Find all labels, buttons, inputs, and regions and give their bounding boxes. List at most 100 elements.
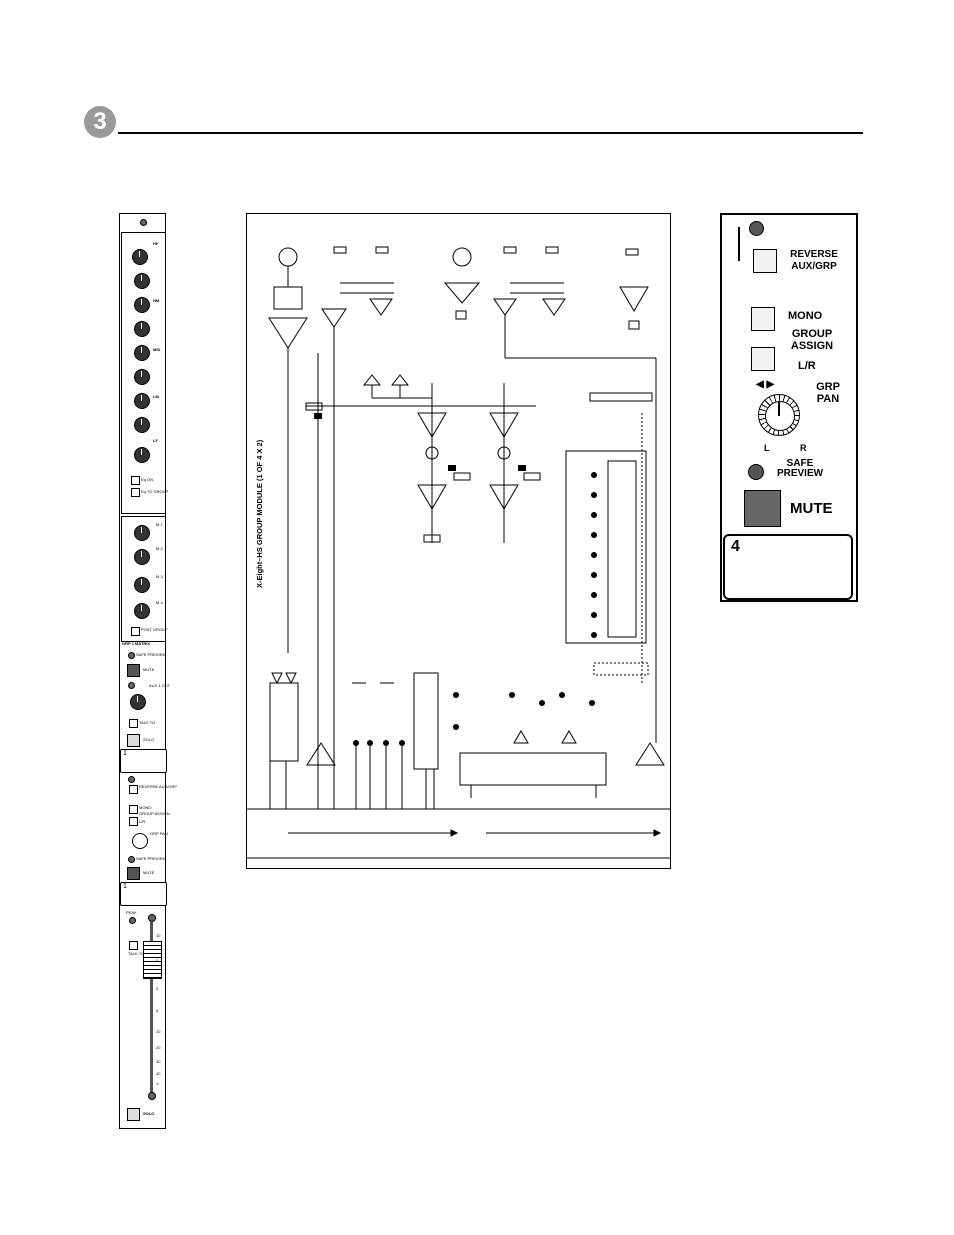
scribble-1-number: 1 [123,750,127,757]
summing-block [413,672,439,770]
post-group-button[interactable] [131,627,140,636]
mono-button-large[interactable] [751,307,775,331]
matrix-pot-2 [591,492,597,498]
matrix-pot-7 [591,592,597,598]
led-5 [559,692,565,698]
matrix-block [607,460,637,638]
amp-6 [542,298,566,316]
aux-out-label: AUX 1 OUT [149,683,171,688]
amp-5 [493,298,517,316]
grp-pan-knob-large[interactable] [758,394,800,436]
reverse-aux-grp-button[interactable] [753,249,777,273]
scribble-strip-1: 1 [120,749,167,773]
matrix-1-knob[interactable] [134,525,150,541]
jack-3 [503,246,517,254]
fader-scale-8: ∞ [156,1081,159,1086]
switch-group-3 [523,472,541,481]
lr-button[interactable] [129,817,138,826]
hf-freq-knob[interactable] [134,273,150,289]
diagram-title: X-Eight–HS GROUP MODULE (1 OF 4 X 2) [255,439,264,588]
fader-cap[interactable] [143,941,162,979]
eq-section: HF HM MID LM LF Eq ON Eq TO GROUP [121,232,169,514]
group-assign-label: GROUP ASSIGN [139,811,170,816]
mid-gain-knob[interactable] [134,345,150,361]
aux-led [128,682,135,689]
lf-gain-knob[interactable] [134,447,150,463]
amp-1 [268,317,308,349]
matrix-3-knob[interactable] [134,577,150,593]
switch-group-1 [305,402,323,411]
talk-to-button-2[interactable] [129,941,138,950]
output-amp-1 [271,672,283,685]
reverse-led [128,776,135,783]
fader-scale-0: 10 [156,933,161,938]
pan-left-label: L [764,443,770,453]
matrix-pot-6 [591,572,597,578]
matrix-4-knob[interactable] [134,603,150,619]
matrix-switch-top [589,392,653,402]
lm-gain-knob[interactable] [134,393,150,409]
pan-right-label: R [800,443,807,453]
amp-3 [321,308,347,328]
matrix-pot-4 [591,532,597,538]
matrix-pot-5 [591,552,597,558]
matrix-pot-8 [591,612,597,618]
mute-label-large: MUTE [790,500,833,517]
matrix-pot-9 [591,632,597,638]
eq-to-group-button[interactable] [131,488,140,497]
lm-freq-knob[interactable] [134,417,150,433]
bus-arrowhead-right [653,829,662,837]
eq-on-button[interactable] [131,476,140,485]
reverse-aux-grp-label: REVERSE AUX/GRP [790,249,838,272]
fader-scale-3: 5 [156,1008,159,1013]
pot-2 [367,740,373,746]
matrix-mute-button[interactable] [127,664,140,677]
fader-scale-4: 10 [156,1029,161,1034]
mono-button[interactable] [129,805,138,814]
grp-pan-label: GRP PAN [150,831,168,836]
xlr-input-2 [452,247,472,267]
scribble-2-number: 1 [123,883,127,890]
switch-box-2 [628,320,640,330]
solo-button[interactable] [127,1108,140,1121]
switch-box-1 [455,310,467,320]
bus-amp-2 [561,730,577,744]
hf-label: HF [153,241,159,246]
mute-button-large[interactable] [744,490,781,527]
jack-1 [333,246,347,254]
hm-gain-knob[interactable] [134,297,150,313]
group-mute-button[interactable] [127,867,140,880]
peak-led [129,917,136,924]
switch-group-2 [453,472,471,481]
hf-gain-knob[interactable] [132,249,148,265]
bus-arrowhead-left [450,829,459,837]
matrix-3-label: M 3 [156,574,163,579]
amp-12 [362,374,382,386]
matrix-2-knob[interactable] [134,549,150,565]
pan-arrows: ◀ ▶ [756,379,775,390]
hm-freq-knob[interactable] [134,321,150,337]
fader-scale-5: 20 [156,1045,161,1050]
led-1 [453,692,459,698]
talk-to-button[interactable] [129,719,138,728]
grp-pan-knob[interactable] [132,833,148,849]
output-amp-4 [635,742,665,766]
matrix-section: M 1 M 2 M 3 M 4 POST GROUP [121,516,168,642]
fader-top-screw-icon [148,914,156,922]
xlr-input-1 [278,247,298,267]
fader-track [150,922,153,1094]
mute-label-2: MUTE [143,870,155,875]
bus-amp-1 [513,730,529,744]
reverse-button[interactable] [129,785,138,794]
eq-to-group-label: Eq TO GROUP [141,489,169,494]
mono-label-large: MONO [788,310,823,322]
lr-button-large[interactable] [751,347,775,371]
mute-label: MUTE [143,667,155,672]
solo-label: SOLO [143,737,155,742]
aux-out-knob[interactable] [130,694,146,710]
aux-solo-button[interactable] [127,734,140,747]
grp-matrix-label: GRP 1 MATRIX [122,641,151,646]
mid-freq-knob[interactable] [134,369,150,385]
reverse-indicator-bar [738,227,740,261]
scribble-number: 4 [731,538,740,555]
